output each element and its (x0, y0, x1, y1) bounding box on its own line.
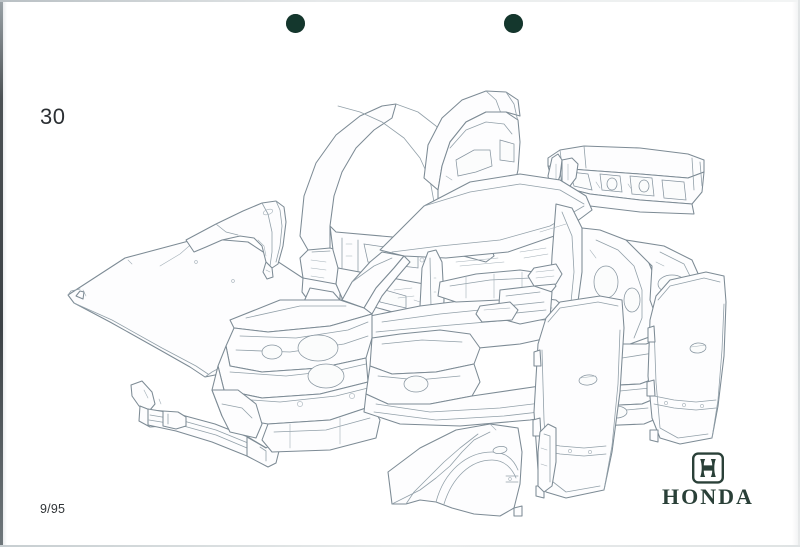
binder-punch-hole-right (504, 14, 523, 33)
scan-edge-left (0, 0, 3, 547)
honda-wordmark: HONDA (662, 484, 754, 509)
binder-punch-hole-left (286, 14, 305, 33)
front-bumper-reinforcement-beam (130, 380, 280, 468)
rear-door-outer-skin (646, 271, 727, 445)
front-fender-right-panel (387, 423, 523, 517)
rear-bracket-detail (537, 423, 557, 493)
front-fender-left-panel (185, 200, 287, 280)
honda-h-emblem-icon (692, 452, 725, 484)
revision-date: 9/95 (40, 502, 66, 516)
page-number: 30 (40, 104, 66, 129)
honda-brand-mark: HONDA (648, 452, 768, 514)
scan-edge-top (0, 0, 800, 2)
scan-edge-right (798, 0, 800, 547)
scan-edge-bottom (0, 545, 800, 547)
